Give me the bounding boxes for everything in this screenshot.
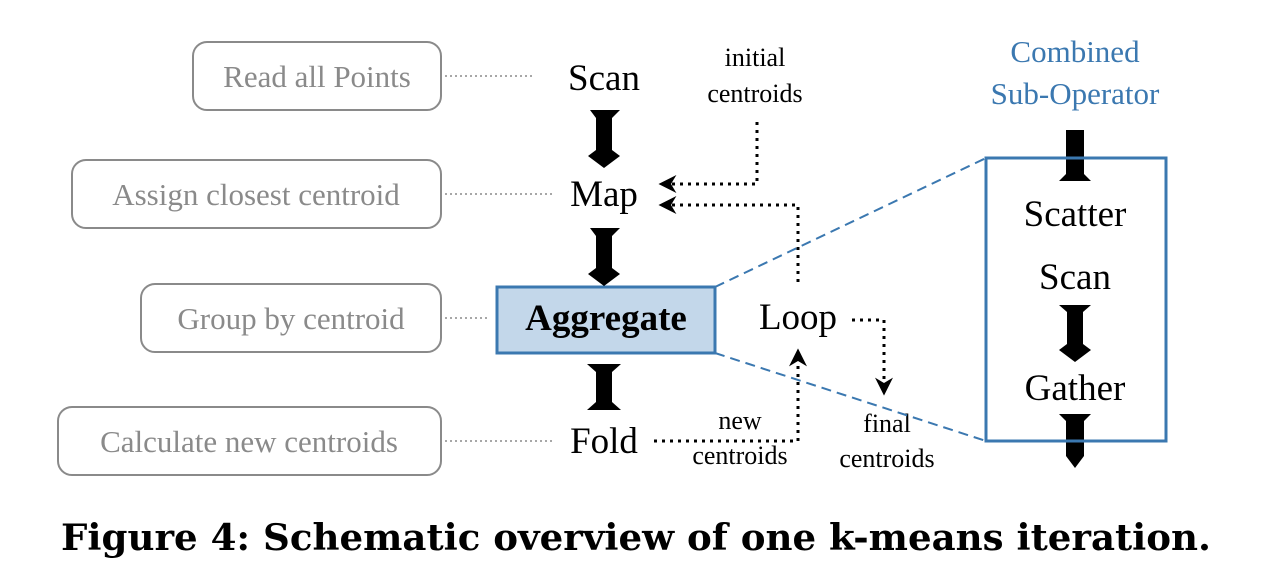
operator-map: Map	[570, 174, 638, 215]
label-new-line1: new	[718, 406, 762, 435]
operator-loop: Loop	[759, 297, 837, 338]
arrow-final-centroids	[852, 318, 893, 396]
arrow-initial-centroids	[658, 122, 759, 193]
description-calculate-box: Calculate new centroids	[57, 406, 442, 476]
description-read-box: Read all Points	[192, 41, 442, 111]
description-group-label: Group by centroid	[177, 301, 405, 336]
combined-gather: Gather	[1025, 368, 1126, 409]
combined-sub-operator-box	[984, 156, 1168, 443]
zoom-line-top	[714, 157, 987, 288]
pipeline-connectors	[587, 110, 621, 410]
label-initial-line2: centroids	[707, 79, 802, 108]
operator-fold: Fold	[570, 421, 638, 462]
connector-scan-map	[588, 110, 620, 168]
operator-aggregate-label: Aggregate	[525, 298, 687, 339]
connector-into-scatter	[1059, 130, 1091, 181]
description-assign-box: Assign closest centroid	[71, 159, 442, 229]
combined-title-line2: Sub-Operator	[991, 76, 1160, 111]
combined-scan: Scan	[1039, 257, 1111, 298]
zoom-lines	[714, 157, 987, 442]
description-calculate-label: Calculate new centroids	[100, 424, 398, 459]
label-initial-line1: initial	[725, 43, 786, 72]
connector-aggregate-fold	[587, 364, 621, 410]
connector-scan-gather	[1059, 305, 1091, 362]
arrow-loop-to-map	[658, 196, 800, 282]
operator-aggregate-box: Aggregate	[495, 285, 717, 355]
connector-map-aggregate	[588, 228, 620, 286]
figure-caption: Figure 4: Schematic overview of one k-me…	[61, 517, 1211, 559]
operator-scan: Scan	[568, 58, 640, 99]
combined-title-line1: Combined	[1010, 34, 1140, 69]
combined-connectors	[1059, 130, 1091, 468]
arrow-new-centroids	[654, 348, 807, 443]
dataflow-arrows	[654, 122, 893, 443]
combined-scatter: Scatter	[1024, 194, 1127, 235]
label-new-line2: centroids	[692, 441, 787, 470]
description-connectors	[445, 75, 555, 442]
label-final-line2: centroids	[839, 444, 934, 473]
description-assign-label: Assign closest centroid	[112, 177, 400, 212]
description-group-box: Group by centroid	[140, 283, 442, 353]
description-read-label: Read all Points	[223, 59, 411, 94]
